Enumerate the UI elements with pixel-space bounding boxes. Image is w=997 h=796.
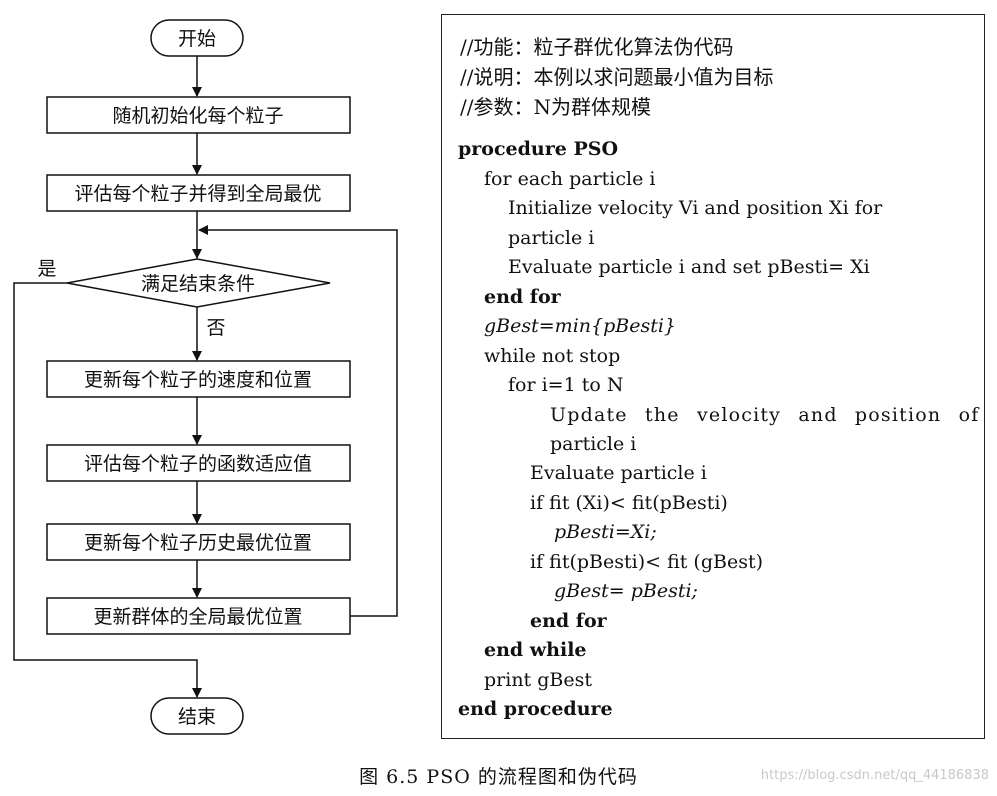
header-function: //功能：粒子群优化算法伪代码 (460, 35, 734, 59)
code-line-14: pBesti=Xi; (554, 521, 657, 543)
code-line-4: particle i (508, 227, 595, 249)
code-line-11: particle i (550, 433, 637, 455)
eval-global-label: 评估每个粒子并得到全局最优 (74, 183, 321, 205)
arrow-yes-end (13, 282, 202, 698)
code-line-9: for i=1 to N (508, 374, 624, 396)
code-line-1: procedure PSO (458, 138, 618, 160)
pseudocode-box: //功能：粒子群优化算法伪代码 //说明：本例以求问题最小值为目标 //参数：N… (441, 14, 985, 739)
decision-no-label: 否 (206, 317, 225, 339)
code-line-17: end for (530, 610, 607, 632)
header-description: //说明：本例以求问题最小值为目标 (460, 65, 774, 89)
code-line-3: Initialize velocity Vi and position Xi f… (508, 197, 883, 219)
init-box (46, 96, 351, 134)
update-personal-box (46, 523, 351, 561)
watermark: https://blog.csdn.net/qq_44186838 (760, 768, 989, 783)
start-label: 开始 (178, 28, 216, 50)
update-velocity-label: 更新每个粒子的速度和位置 (84, 369, 312, 391)
code-line-15: if fit(pBesti)< fit (gBest) (530, 551, 764, 573)
code-line-2: for each particle i (484, 168, 656, 190)
decision-diamond (66, 258, 331, 308)
code-line-7: gBest=min{pBesti} (484, 315, 677, 337)
init-label: 随机初始化每个粒子 (112, 105, 283, 127)
decision-yes-label: 是 (37, 258, 56, 280)
code-line-12: Evaluate particle i (530, 462, 707, 484)
decision-label: 满足结束条件 (141, 273, 255, 295)
eval-fitness-label: 评估每个粒子的函数适应值 (84, 453, 312, 475)
code-line-19: print gBest (484, 669, 592, 691)
figure-caption: 图 6.5 PSO 的流程图和伪代码 (359, 766, 638, 788)
update-velocity-box (46, 360, 351, 398)
update-global-label: 更新群体的全局最优位置 (93, 606, 302, 628)
arrow-loop-back (198, 225, 398, 617)
code-line-10: Update the velocity and position of (550, 404, 980, 426)
end-label: 结束 (178, 706, 216, 728)
code-line-5: Evaluate particle i and set pBesti= Xi (508, 256, 870, 278)
update-personal-label: 更新每个粒子历史最优位置 (84, 532, 312, 554)
eval-global-box (46, 174, 351, 212)
code-line-20: end procedure (458, 698, 613, 720)
code-line-18: end while (484, 639, 587, 661)
eval-fitness-box (46, 444, 351, 482)
code-line-6: end for (484, 286, 561, 308)
header-params: //参数：N为群体规模 (460, 95, 651, 119)
end-terminal (150, 697, 244, 735)
code-line-8: while not stop (484, 345, 621, 367)
code-line-13: if fit (Xi)< fit(pBesti) (530, 492, 728, 514)
code-line-16: gBest= pBesti; (554, 580, 698, 602)
